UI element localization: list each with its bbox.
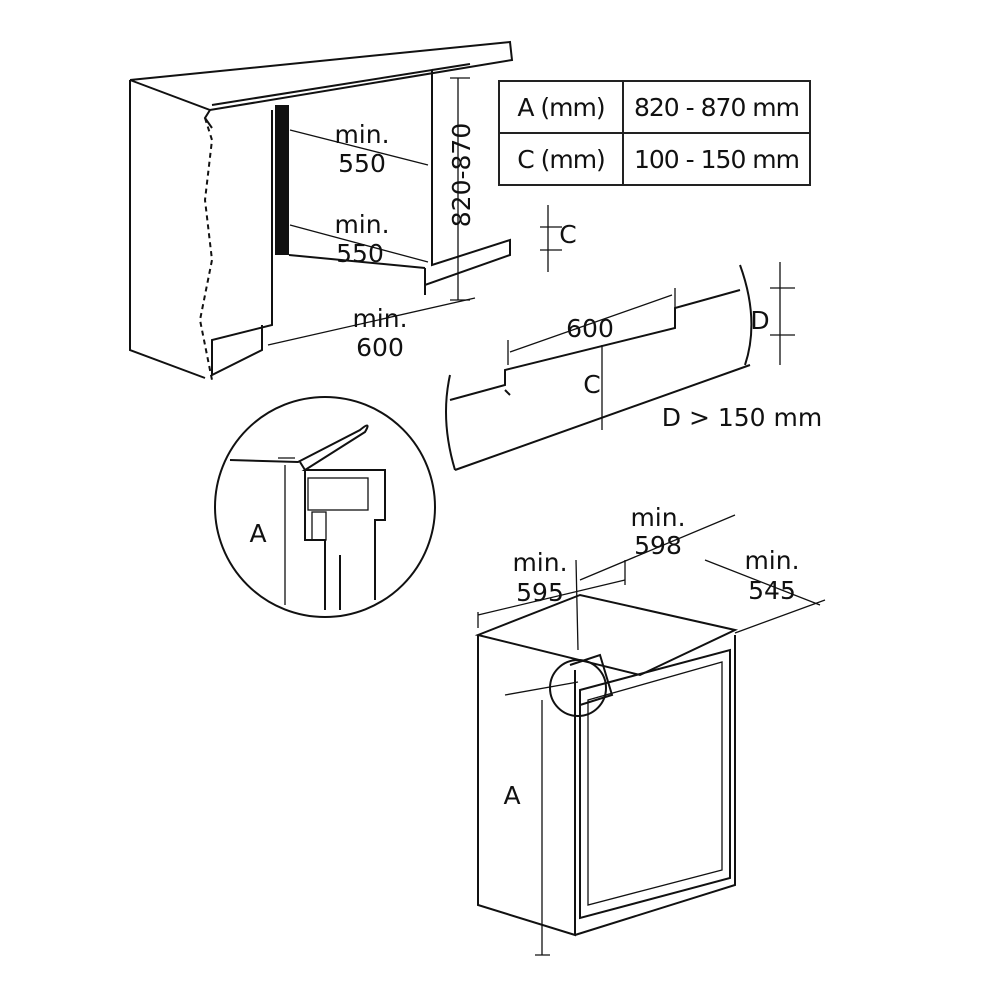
depth-value-label: 550 (338, 149, 386, 178)
detail-height-label: A (249, 519, 266, 548)
table-cell-key: A (mm) (498, 80, 624, 134)
plinth-width-label: 600 (566, 314, 614, 343)
plinth-d-label: D (750, 306, 769, 335)
depth-min-label: min. (334, 120, 389, 149)
table-cell-value: 820 - 870 mm (621, 80, 812, 134)
table-cell-key: C (mm) (498, 132, 624, 186)
table-row: A (mm) 820 - 870 mm (498, 80, 812, 134)
table-row: C (mm) 100 - 150 mm (498, 132, 812, 186)
depth-min-label: min. (334, 210, 389, 239)
dimension-table: A (mm) 820 - 870 mm C (mm) 100 - 150 mm (498, 80, 812, 186)
appliance-drawing (474, 514, 826, 956)
width-min-label: min. (352, 304, 407, 333)
detail-circle (214, 396, 436, 618)
appliance-left-value-label: 595 (516, 578, 564, 607)
depth-value-label: 550 (336, 239, 384, 268)
appliance-depth-value-label: 545 (748, 576, 796, 605)
height-range-label: 820-870 (447, 123, 476, 227)
appliance-width-min-label: min. (630, 503, 685, 532)
width-value-label: 600 (356, 333, 404, 362)
appliance-width-value-label: 598 (634, 531, 682, 560)
appliance-left-min-label: min. (512, 548, 567, 577)
appliance-height-label: A (503, 781, 520, 810)
cabinet-niche-drawing (129, 40, 562, 381)
plinth-drawing (445, 262, 795, 471)
plinth-c-label: C (583, 370, 600, 399)
appliance-depth-min-label: min. (744, 546, 799, 575)
plinth-c-label: C (559, 220, 576, 249)
table-cell-value: 100 - 150 mm (621, 132, 812, 186)
plinth-condition-label: D > 150 mm (662, 403, 822, 432)
